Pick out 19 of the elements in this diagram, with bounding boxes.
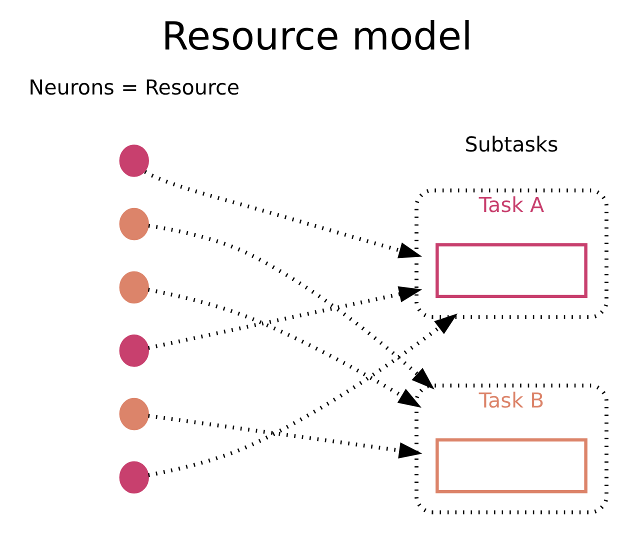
label: Subtasks — [464, 132, 558, 156]
node-circle — [118, 144, 148, 177]
arrow — [144, 170, 422, 258]
node-circle — [118, 334, 148, 367]
node-circle — [118, 398, 148, 430]
cluster: Task B — [414, 384, 608, 514]
cluster: Task A — [414, 188, 608, 320]
arrow — [148, 224, 434, 390]
node-box — [435, 243, 587, 298]
node-box — [435, 438, 587, 494]
arrow — [148, 314, 458, 478]
node-circle — [118, 461, 148, 494]
arrow — [147, 288, 422, 408]
node-circle — [118, 208, 148, 240]
diagram-title: Resource model — [161, 14, 472, 60]
arrow — [148, 414, 422, 458]
arrow — [147, 286, 422, 350]
label: Neurons = Resource — [28, 76, 240, 100]
node-circle — [118, 271, 148, 304]
